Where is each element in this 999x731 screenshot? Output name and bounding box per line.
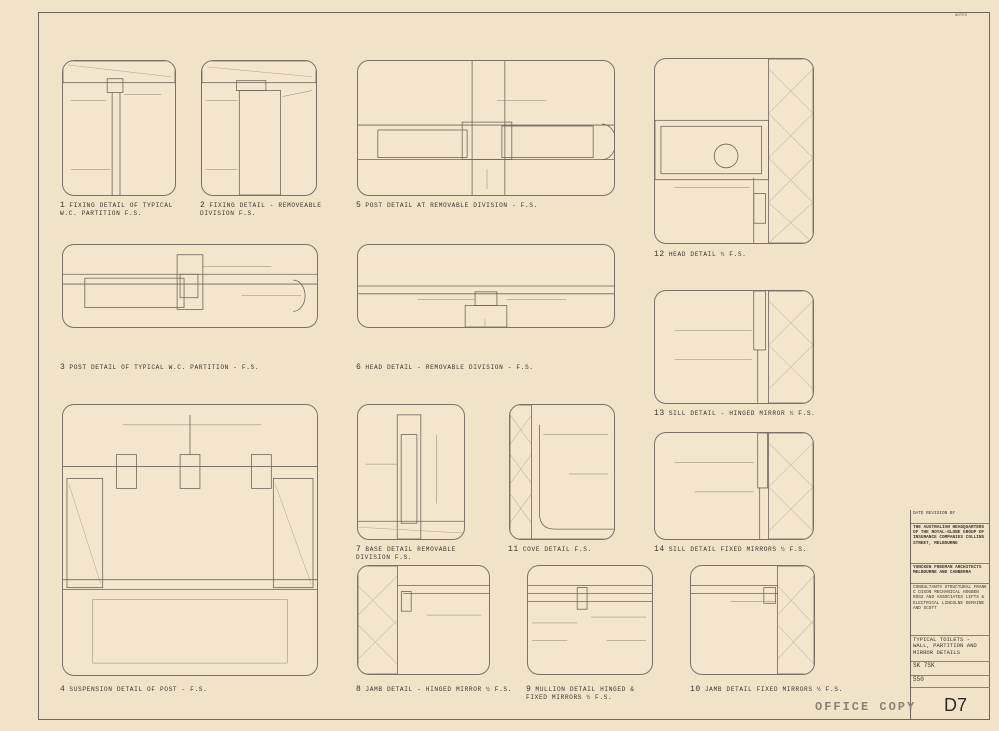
detail-8-label: JAMB DETAIL - HINGED MIRROR ½ F.S. — [365, 686, 513, 693]
office-copy-stamp: OFFICE COPY — [815, 700, 917, 714]
detail-8-number: 8 — [356, 685, 362, 694]
detail-10-number: 10 — [690, 685, 701, 694]
detail-12-drawing — [654, 58, 814, 244]
revision-header: DATE REVISION BY — [911, 510, 990, 524]
detail-4-label: SUSPENSION DETAIL OF POST - F.S. — [69, 686, 208, 693]
detail-10-label: JAMB DETAIL FIXED MIRRORS ½ F.S. — [704, 686, 843, 693]
architect-name: YUNCKEN FREEMAN ARCHITECTS MELBOURNE AND… — [911, 564, 990, 584]
detail-3-label: POST DETAIL OF TYPICAL W.C. PARTITION - … — [69, 364, 260, 371]
detail-10-drawing — [690, 565, 815, 675]
detail-1-drawing — [62, 60, 176, 196]
detail-3-drawing — [62, 244, 318, 328]
detail-12-number: 12 — [654, 250, 665, 259]
detail-13-number: 13 — [654, 409, 665, 418]
consultants-list: CONSULTANTS STRUCTURAL FRANK C DIXON MEC… — [911, 584, 990, 636]
detail-12-label: HEAD DETAIL ½ F.S. — [668, 251, 747, 258]
detail-11-label: COVE DETAIL F.S. — [522, 546, 592, 553]
detail-1-label: FIXING DETAIL OF TYPICAL W.C. PARTITION … — [60, 202, 173, 217]
detail-5-drawing — [357, 60, 615, 196]
detail-11-drawing — [509, 404, 615, 540]
detail-7-drawing — [357, 404, 465, 540]
drawing-number: D7 — [944, 695, 968, 715]
detail-14-number: 14 — [654, 545, 665, 554]
detail-14-label: SILL DETAIL FIXED MIRRORS ½ F.S. — [668, 546, 807, 553]
detail-5-number: 5 — [356, 201, 362, 210]
detail-3-number: 3 — [60, 363, 66, 372]
detail-6-number: 6 — [356, 363, 362, 372]
detail-7-label: BASE DETAIL REMOVABLE DIVISION F.S. — [356, 546, 456, 561]
detail-9-label: MULLION DETAIL HINGED & FIXED MIRRORS ½ … — [526, 686, 635, 701]
detail-2-number: 2 — [200, 201, 206, 210]
detail-1-number: 1 — [60, 201, 66, 210]
detail-13-label: SILL DETAIL - HINGED MIRROR ½ F.S. — [668, 410, 816, 417]
detail-6-label: HEAD DETAIL - REMOVABLE DIVISION - F.S. — [365, 364, 534, 371]
detail-2-label: FIXING DETAIL - REMOVEABLE DIVISION F.S. — [200, 202, 322, 217]
sheet-ref: 550 — [911, 676, 990, 688]
detail-7-number: 7 — [356, 545, 362, 554]
detail-9-drawing — [527, 565, 653, 675]
detail-5-label: POST DETAIL AT REMOVABLE DIVISION - F.S. — [365, 202, 538, 209]
sheet-border — [38, 12, 990, 720]
detail-2-drawing — [201, 60, 317, 196]
detail-6-drawing — [357, 244, 615, 328]
client-name: THE AUSTRALIAN HEADQUARTERS OF THE ROYAL… — [911, 524, 990, 564]
top-note: NOTES — [955, 14, 968, 18]
detail-4-number: 4 — [60, 685, 66, 694]
detail-14-drawing — [654, 432, 814, 540]
detail-8-drawing — [357, 565, 490, 675]
detail-13-drawing — [654, 290, 814, 404]
drawing-title: TYPICAL TOILETS - WALL, PARTITION AND MI… — [911, 636, 990, 662]
title-block: DATE REVISION BY THE AUSTRALIAN HEADQUAR… — [910, 510, 990, 720]
scale-ref: SK 7SK — [911, 662, 990, 676]
detail-11-number: 11 — [508, 545, 519, 554]
detail-4-drawing — [62, 404, 318, 676]
detail-9-number: 9 — [526, 685, 532, 694]
